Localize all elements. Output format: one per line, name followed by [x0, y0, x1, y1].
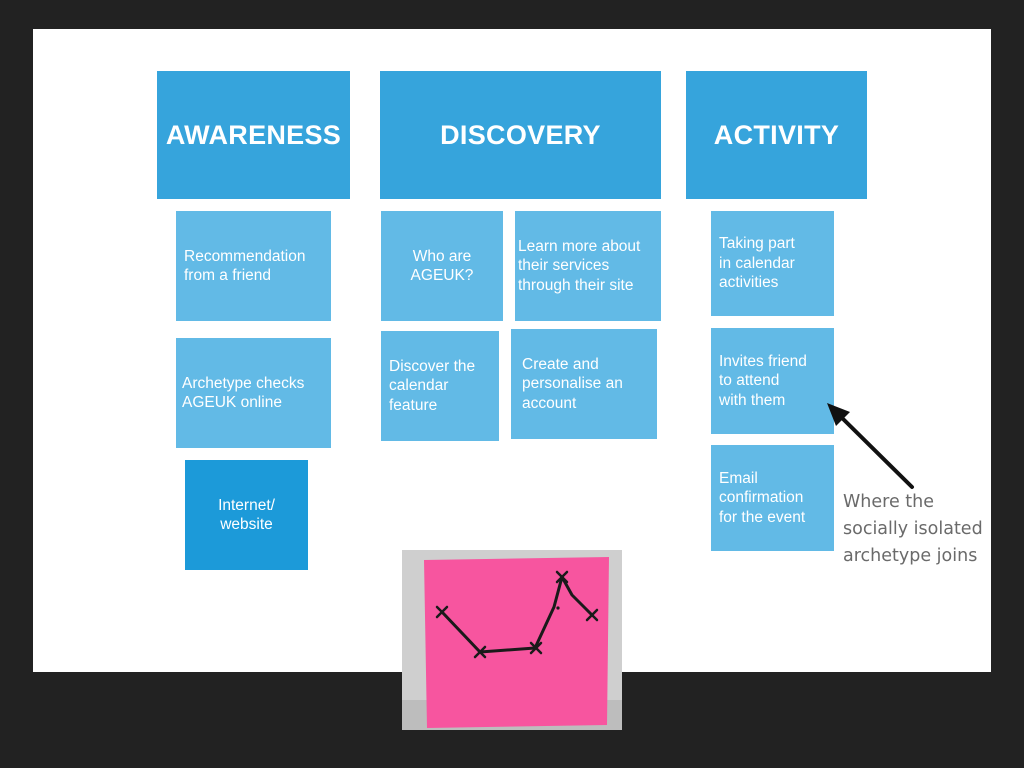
stage-header-discovery: DISCOVERY	[380, 71, 661, 199]
awareness-card-internet-website: Internet/ website	[185, 460, 308, 570]
discovery-card-who-are-ageuk: Who are AGEUK?	[381, 211, 503, 321]
discovery-card-learn-more: Learn more about their services through …	[515, 211, 661, 321]
activity-card-taking-part: Taking part in calendar activities	[711, 211, 834, 316]
activity-card-invites-friend: Invites friend to attend with them	[711, 328, 834, 434]
stage-header-awareness: AWARENESS	[157, 71, 350, 199]
awareness-card-checks-online: Archetype checks AGEUK online	[176, 338, 331, 448]
annotation-text: Where the socially isolated archetype jo…	[843, 492, 983, 566]
stage-header-activity: ACTIVITY	[686, 71, 867, 199]
awareness-card-recommendation: Recommendation from a friend	[176, 211, 331, 321]
discovery-card-create-account: Create and personalise an account	[511, 329, 657, 439]
sticky-note-photo	[402, 550, 622, 730]
arrow-icon	[827, 403, 914, 489]
emotion-curve-icon	[402, 550, 622, 730]
discovery-card-calendar-feature: Discover the calendar feature	[381, 331, 499, 441]
activity-card-email-confirmation: Email confirmation for the event	[711, 445, 834, 551]
